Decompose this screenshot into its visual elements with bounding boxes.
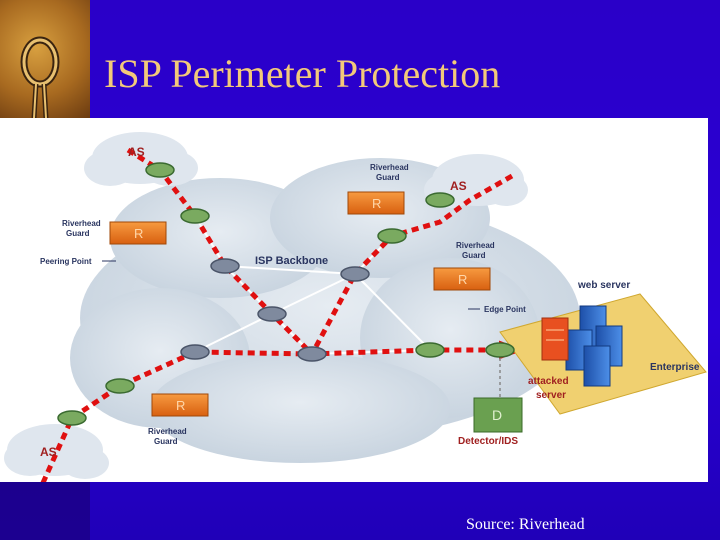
as-label-right: AS [450,179,467,193]
detector-ids-label: Detector/IDS [458,436,518,447]
web-server-label: web server [577,280,630,291]
attacked-server [541,317,569,361]
guard-label-bottom-1: Riverhead [148,427,187,436]
svg-text:R: R [372,196,381,211]
logo-image [0,0,90,119]
slide-title: ISP Perimeter Protection [104,51,501,96]
as-label-bottom: AS [40,445,57,459]
as-cloud-right [424,154,528,208]
isp-backbone-label: ISP Backbone [255,255,328,267]
riverhead-guard-left: R [109,221,167,245]
peering-point-label: Peering Point [40,257,92,266]
riverhead-guard-top: R [347,191,405,215]
rope-loop-icon [20,36,60,119]
svg-text:R: R [134,226,143,241]
attacked-server-label-1: attacked [528,376,569,387]
guard-label-top-1: Riverhead [370,163,409,172]
guard-label-left-1: Riverhead [62,219,101,228]
attack-path [40,147,514,482]
enterprise-label: Enterprise [650,362,700,373]
guard-label-bottom-2: Guard [154,437,178,446]
guard-label-top-2: Guard [376,173,400,182]
router-nodes [57,162,515,426]
riverhead-guard-right: R [433,267,491,291]
backbone-routers [180,258,370,362]
guard-label-right-1: Riverhead [456,241,495,250]
riverhead-guard-bottom: R [151,393,209,417]
web-server-cluster [565,305,623,387]
guard-label-right-2: Guard [462,251,486,260]
isp-backbone-cloud [70,158,580,463]
attacked-server-label-2: server [536,390,566,401]
svg-text:R: R [176,398,185,413]
svg-text:R: R [458,272,467,287]
network-diagram: R R R R D AS AS AS ISP Backbone Riverhea… [0,118,708,482]
guard-label-left-2: Guard [66,229,90,238]
svg-text:D: D [492,407,502,423]
as-cloud-bottom [4,424,109,479]
as-label-top: AS [128,145,145,159]
source-credit: Source: Riverhead [466,516,585,533]
detector-ids-device: D [473,397,523,433]
edge-point-label: Edge Point [484,305,526,314]
